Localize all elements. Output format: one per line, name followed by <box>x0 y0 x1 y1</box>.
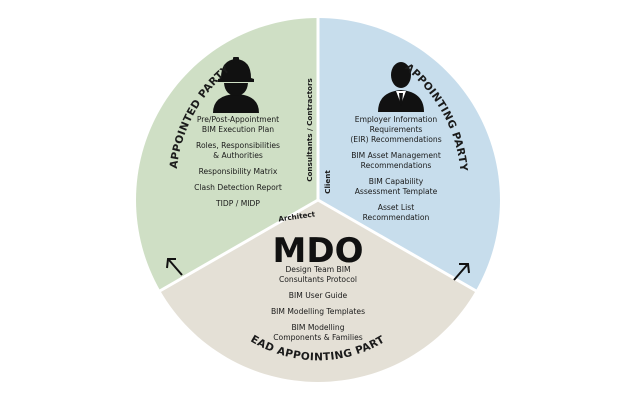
bottom-item-4-line-1: BIM Modelling <box>291 323 344 332</box>
bottom-item-2-line-1: BIM User Guide <box>289 291 348 300</box>
arrow-up-right-icon <box>453 263 470 281</box>
left-item-2-line-1: Roles, Responsibilities <box>196 141 280 150</box>
sector-dividers <box>157 16 479 294</box>
bottom-item-3-line-1: BIM Modelling Templates <box>271 307 365 316</box>
businessman-icon <box>378 62 424 112</box>
bottom-item-4-line-2: Components & Families <box>273 333 363 342</box>
left-item-1-line-2: BIM Execution Plan <box>202 125 274 134</box>
right-item-4-line-2: Recommendation <box>363 213 430 222</box>
right-item-1-line-1: Employer Information <box>355 115 438 124</box>
client-label: Client <box>323 170 332 194</box>
right-item-2-line-2: Recommendations <box>361 161 432 170</box>
right-item-3-line-2: Assessment Template <box>355 187 438 196</box>
right-item-1-line-2: Requirements <box>370 125 423 134</box>
bottom-item-1-line-1: Design Team BIM <box>285 265 350 274</box>
worker-hardhat-icon <box>213 57 259 113</box>
left-item-5-line-1: TIDP / MIDP <box>215 199 260 208</box>
right-item-3-line-1: BIM Capability <box>369 177 424 186</box>
left-item-2-line-2: & Authorities <box>213 151 263 160</box>
appointing-party-sector <box>318 18 500 291</box>
left-item-1-line-1: Pre/Post-Appointment <box>197 115 279 124</box>
left-item-4-line-1: Clash Detection Report <box>194 183 282 192</box>
consultants-contractors-label: Consultants / Contractors <box>305 78 314 182</box>
mdo-title: MDO <box>273 231 364 271</box>
right-item-4-line-1: Asset List <box>378 203 414 212</box>
bottom-item-1-line-2: Consultants Protocol <box>279 275 357 284</box>
right-item-1-line-3: (EIR) Recommendations <box>350 135 441 144</box>
right-item-2-line-1: BIM Asset Management <box>351 151 441 160</box>
lead-appointing-party-sector <box>160 200 476 382</box>
arrow-up-left-icon <box>166 258 183 276</box>
appointed-party-sector <box>136 18 318 291</box>
left-item-3-line-1: Responsibility Matrix <box>199 167 278 176</box>
